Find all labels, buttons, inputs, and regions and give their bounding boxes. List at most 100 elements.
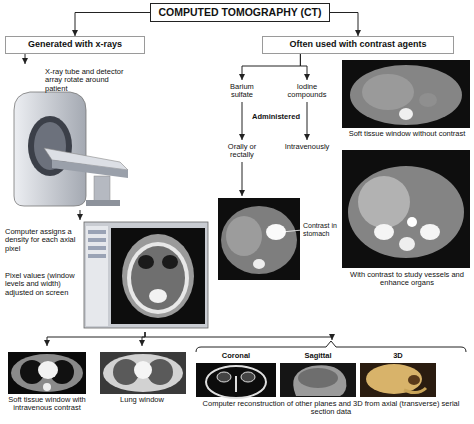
flow-arrow (242, 102, 243, 140)
ct-image (360, 363, 436, 397)
ct-sagittal-illustration (280, 363, 356, 397)
screen-frame (84, 222, 208, 328)
nasal-septum (235, 376, 237, 392)
agent-box: Barium sulfate (220, 80, 264, 102)
ct-image-panel: Lung window (96, 346, 188, 424)
orbit (217, 372, 231, 382)
flow-arrow (47, 332, 145, 346)
caption-text: Soft tissue window without contrast (342, 130, 472, 138)
ct-image-panel: With contrast to study vessels and enhan… (340, 150, 472, 300)
workstation-illustration (84, 222, 208, 328)
category-box: Often used with contrast agents (262, 36, 454, 54)
ct-image (196, 363, 276, 397)
skull-3d (366, 364, 422, 394)
liver (362, 74, 414, 110)
spine (399, 237, 415, 251)
flow-arrow (242, 54, 300, 80)
ct-image (280, 363, 356, 397)
table-base (86, 200, 120, 206)
orbit (408, 375, 420, 385)
skull (206, 366, 266, 398)
agent-box: Iodine compounds (284, 80, 330, 102)
ct-lung-window-illustration (100, 352, 186, 394)
flow-arrow (142, 332, 145, 346)
sinus (138, 255, 154, 269)
screen-image (111, 228, 205, 324)
screen-toolbar (86, 226, 108, 326)
toolbar-button (88, 238, 106, 242)
ct-image (218, 198, 300, 280)
aorta (407, 217, 417, 227)
patient-table-side (52, 160, 128, 178)
body (348, 166, 464, 258)
heart (38, 361, 58, 379)
flow-arrow (25, 54, 26, 64)
title-box: COMPUTED TOMOGRAPHY (CT) (150, 3, 330, 22)
ct-no-contrast-illustration (342, 60, 470, 128)
head-skin (122, 234, 194, 318)
body (221, 206, 297, 274)
kidney (374, 224, 394, 240)
flow-arrow (307, 102, 308, 140)
ct-image (100, 352, 186, 394)
toolbar-button (88, 230, 106, 234)
ct-image-panel: Soft tissue window with intravenous cont… (5, 346, 89, 424)
flow-arrow (80, 210, 81, 220)
ct-chest-soft-illustration (8, 352, 86, 394)
liver (358, 176, 410, 228)
box-text: Generated with x-rays (28, 40, 122, 50)
connector-group (25, 13, 358, 347)
ct-image (342, 60, 470, 128)
ct-stomach-illustration (218, 198, 302, 280)
toolbar-button (88, 246, 106, 250)
head-tissue (131, 246, 185, 310)
workstation-panel: Computer assigns a density for each axia… (5, 220, 210, 332)
ct-coronal-illustration (196, 363, 276, 398)
box-text: Barium sulfate (220, 83, 264, 100)
body (11, 354, 83, 392)
plane-panel: 3D (360, 352, 436, 398)
route-box: Intravenously (278, 140, 336, 154)
caption-text: Computer assigns a density for each axia… (5, 228, 79, 253)
toolbar-button (88, 254, 106, 258)
body (103, 354, 183, 392)
spine (399, 108, 413, 120)
ct-image-panel: Contrast in stomach (218, 196, 338, 282)
ct-image (8, 352, 86, 394)
caption-text: Pixel values (window levels and width) a… (5, 272, 79, 297)
ct-image (342, 150, 470, 268)
route-box: Orally or rectally (218, 140, 266, 162)
orbit (241, 372, 255, 382)
ct-image-panel: Soft tissue window without contrast (340, 60, 472, 146)
flow-arrow (330, 13, 358, 37)
annotation-label: Administered (246, 113, 306, 121)
liver (226, 216, 262, 256)
scanner-panel: X-ray tube and detector array rotate aro… (5, 64, 130, 210)
caption-text: X-ray tube and detector array rotate aro… (45, 68, 130, 93)
caption-text: Computer reconstruction of other planes … (196, 400, 466, 417)
kidney (420, 224, 440, 240)
ct-3d-illustration (360, 363, 436, 397)
caption-text: With contrast to study vessels and enhan… (342, 271, 472, 288)
table-support (94, 176, 110, 202)
kidney (419, 93, 437, 107)
box-text: Orally or rectally (218, 143, 266, 160)
brain (298, 368, 338, 388)
box-text: Often used with contrast agents (289, 40, 426, 50)
spine (253, 259, 265, 269)
head-profile (293, 365, 346, 396)
plane-panel: Coronal (196, 352, 276, 398)
skull (127, 242, 189, 314)
sinus (162, 255, 178, 269)
ct-with-contrast-illustration (342, 150, 470, 268)
box-text: Iodine compounds (284, 83, 330, 100)
caption-text: 3D (360, 352, 436, 360)
body (350, 65, 462, 125)
reconstruction-group: Computer reconstruction of other planes … (192, 340, 472, 424)
leader-line (282, 230, 302, 232)
caption-text: Lung window (96, 396, 188, 404)
